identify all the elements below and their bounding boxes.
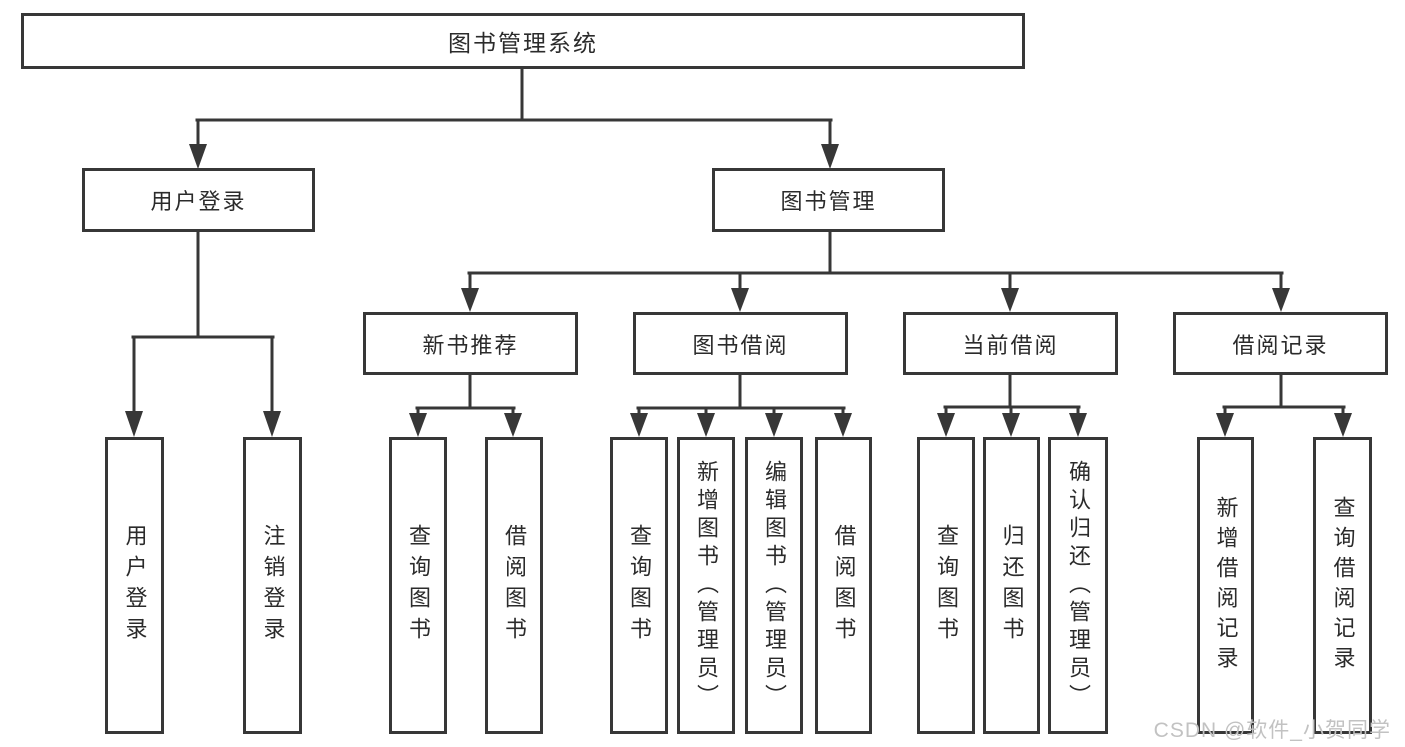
leaf-logout: 注销登录 bbox=[243, 437, 302, 734]
book-borrow-node-label: 图书借阅 bbox=[692, 332, 789, 358]
leaf-cb-query-books: 查询图书 bbox=[917, 437, 975, 734]
leaf-nb-borrow-books-label: 借阅图书 bbox=[502, 523, 527, 648]
leaf-nb-query-books-label: 查询图书 bbox=[406, 523, 431, 648]
leaf-br-add-record-label: 新增借阅记录 bbox=[1213, 495, 1239, 676]
leaf-bb-borrow-books-label: 借阅图书 bbox=[831, 523, 857, 648]
connector-current-borrow-children bbox=[937, 373, 1087, 437]
leaf-nb-borrow-books: 借阅图书 bbox=[485, 437, 543, 734]
leaf-bb-query-books-label: 查询图书 bbox=[627, 523, 652, 648]
leaf-logout-label: 注销登录 bbox=[260, 523, 286, 648]
root-node: 图书管理系统 bbox=[21, 13, 1025, 69]
connector-book-management-to-level3 bbox=[461, 230, 1290, 312]
leaf-br-add-record: 新增借阅记录 bbox=[1197, 437, 1254, 734]
leaf-cb-confirm-return-admin: 确认归还（管理员） bbox=[1048, 437, 1108, 734]
leaf-cb-confirm-return-admin-label: 确认归还（管理员） bbox=[1066, 459, 1091, 712]
connector-user-login-children bbox=[125, 230, 281, 437]
user-login-node-label: 用户登录 bbox=[150, 189, 247, 214]
new-book-recommend-node-label: 新书推荐 bbox=[422, 332, 519, 358]
connector-root-to-level2 bbox=[189, 67, 839, 169]
leaf-br-query-record-label: 查询借阅记录 bbox=[1330, 495, 1356, 676]
user-login-node: 用户登录 bbox=[82, 168, 315, 232]
root-node-label: 图书管理系统 bbox=[448, 30, 598, 56]
csdn-watermark: CSDN @软件_小贺同学 bbox=[1153, 719, 1391, 742]
leaf-user-login-label: 用户登录 bbox=[122, 523, 148, 648]
connector-borrow-records-children bbox=[1216, 373, 1352, 437]
leaf-user-login: 用户登录 bbox=[105, 437, 164, 734]
connector-new-book-recommend-children bbox=[409, 373, 522, 437]
leaf-bb-query-books: 查询图书 bbox=[610, 437, 668, 734]
current-borrow-node: 当前借阅 bbox=[903, 312, 1118, 375]
connector-book-borrow-children bbox=[630, 373, 852, 437]
leaf-bb-add-books-admin: 新增图书（管理员） bbox=[677, 437, 735, 734]
leaf-nb-query-books: 查询图书 bbox=[389, 437, 447, 734]
leaf-cb-query-books-label: 查询图书 bbox=[934, 523, 959, 648]
leaf-bb-edit-books-admin: 编辑图书（管理员） bbox=[745, 437, 803, 734]
borrow-records-node-label: 借阅记录 bbox=[1232, 332, 1329, 358]
book-borrow-node: 图书借阅 bbox=[633, 312, 848, 375]
leaf-cb-return-books-label: 归还图书 bbox=[999, 523, 1025, 648]
leaf-cb-return-books: 归还图书 bbox=[983, 437, 1040, 734]
leaf-bb-add-books-admin-label: 新增图书（管理员） bbox=[694, 459, 719, 712]
leaf-bb-edit-books-admin-label: 编辑图书（管理员） bbox=[762, 459, 787, 712]
borrow-records-node: 借阅记录 bbox=[1173, 312, 1388, 375]
book-management-node-label: 图书管理 bbox=[780, 189, 877, 214]
new-book-recommend-node: 新书推荐 bbox=[363, 312, 578, 375]
book-management-node: 图书管理 bbox=[712, 168, 945, 232]
leaf-bb-borrow-books: 借阅图书 bbox=[815, 437, 872, 734]
leaf-br-query-record: 查询借阅记录 bbox=[1313, 437, 1372, 734]
current-borrow-node-label: 当前借阅 bbox=[962, 332, 1059, 358]
